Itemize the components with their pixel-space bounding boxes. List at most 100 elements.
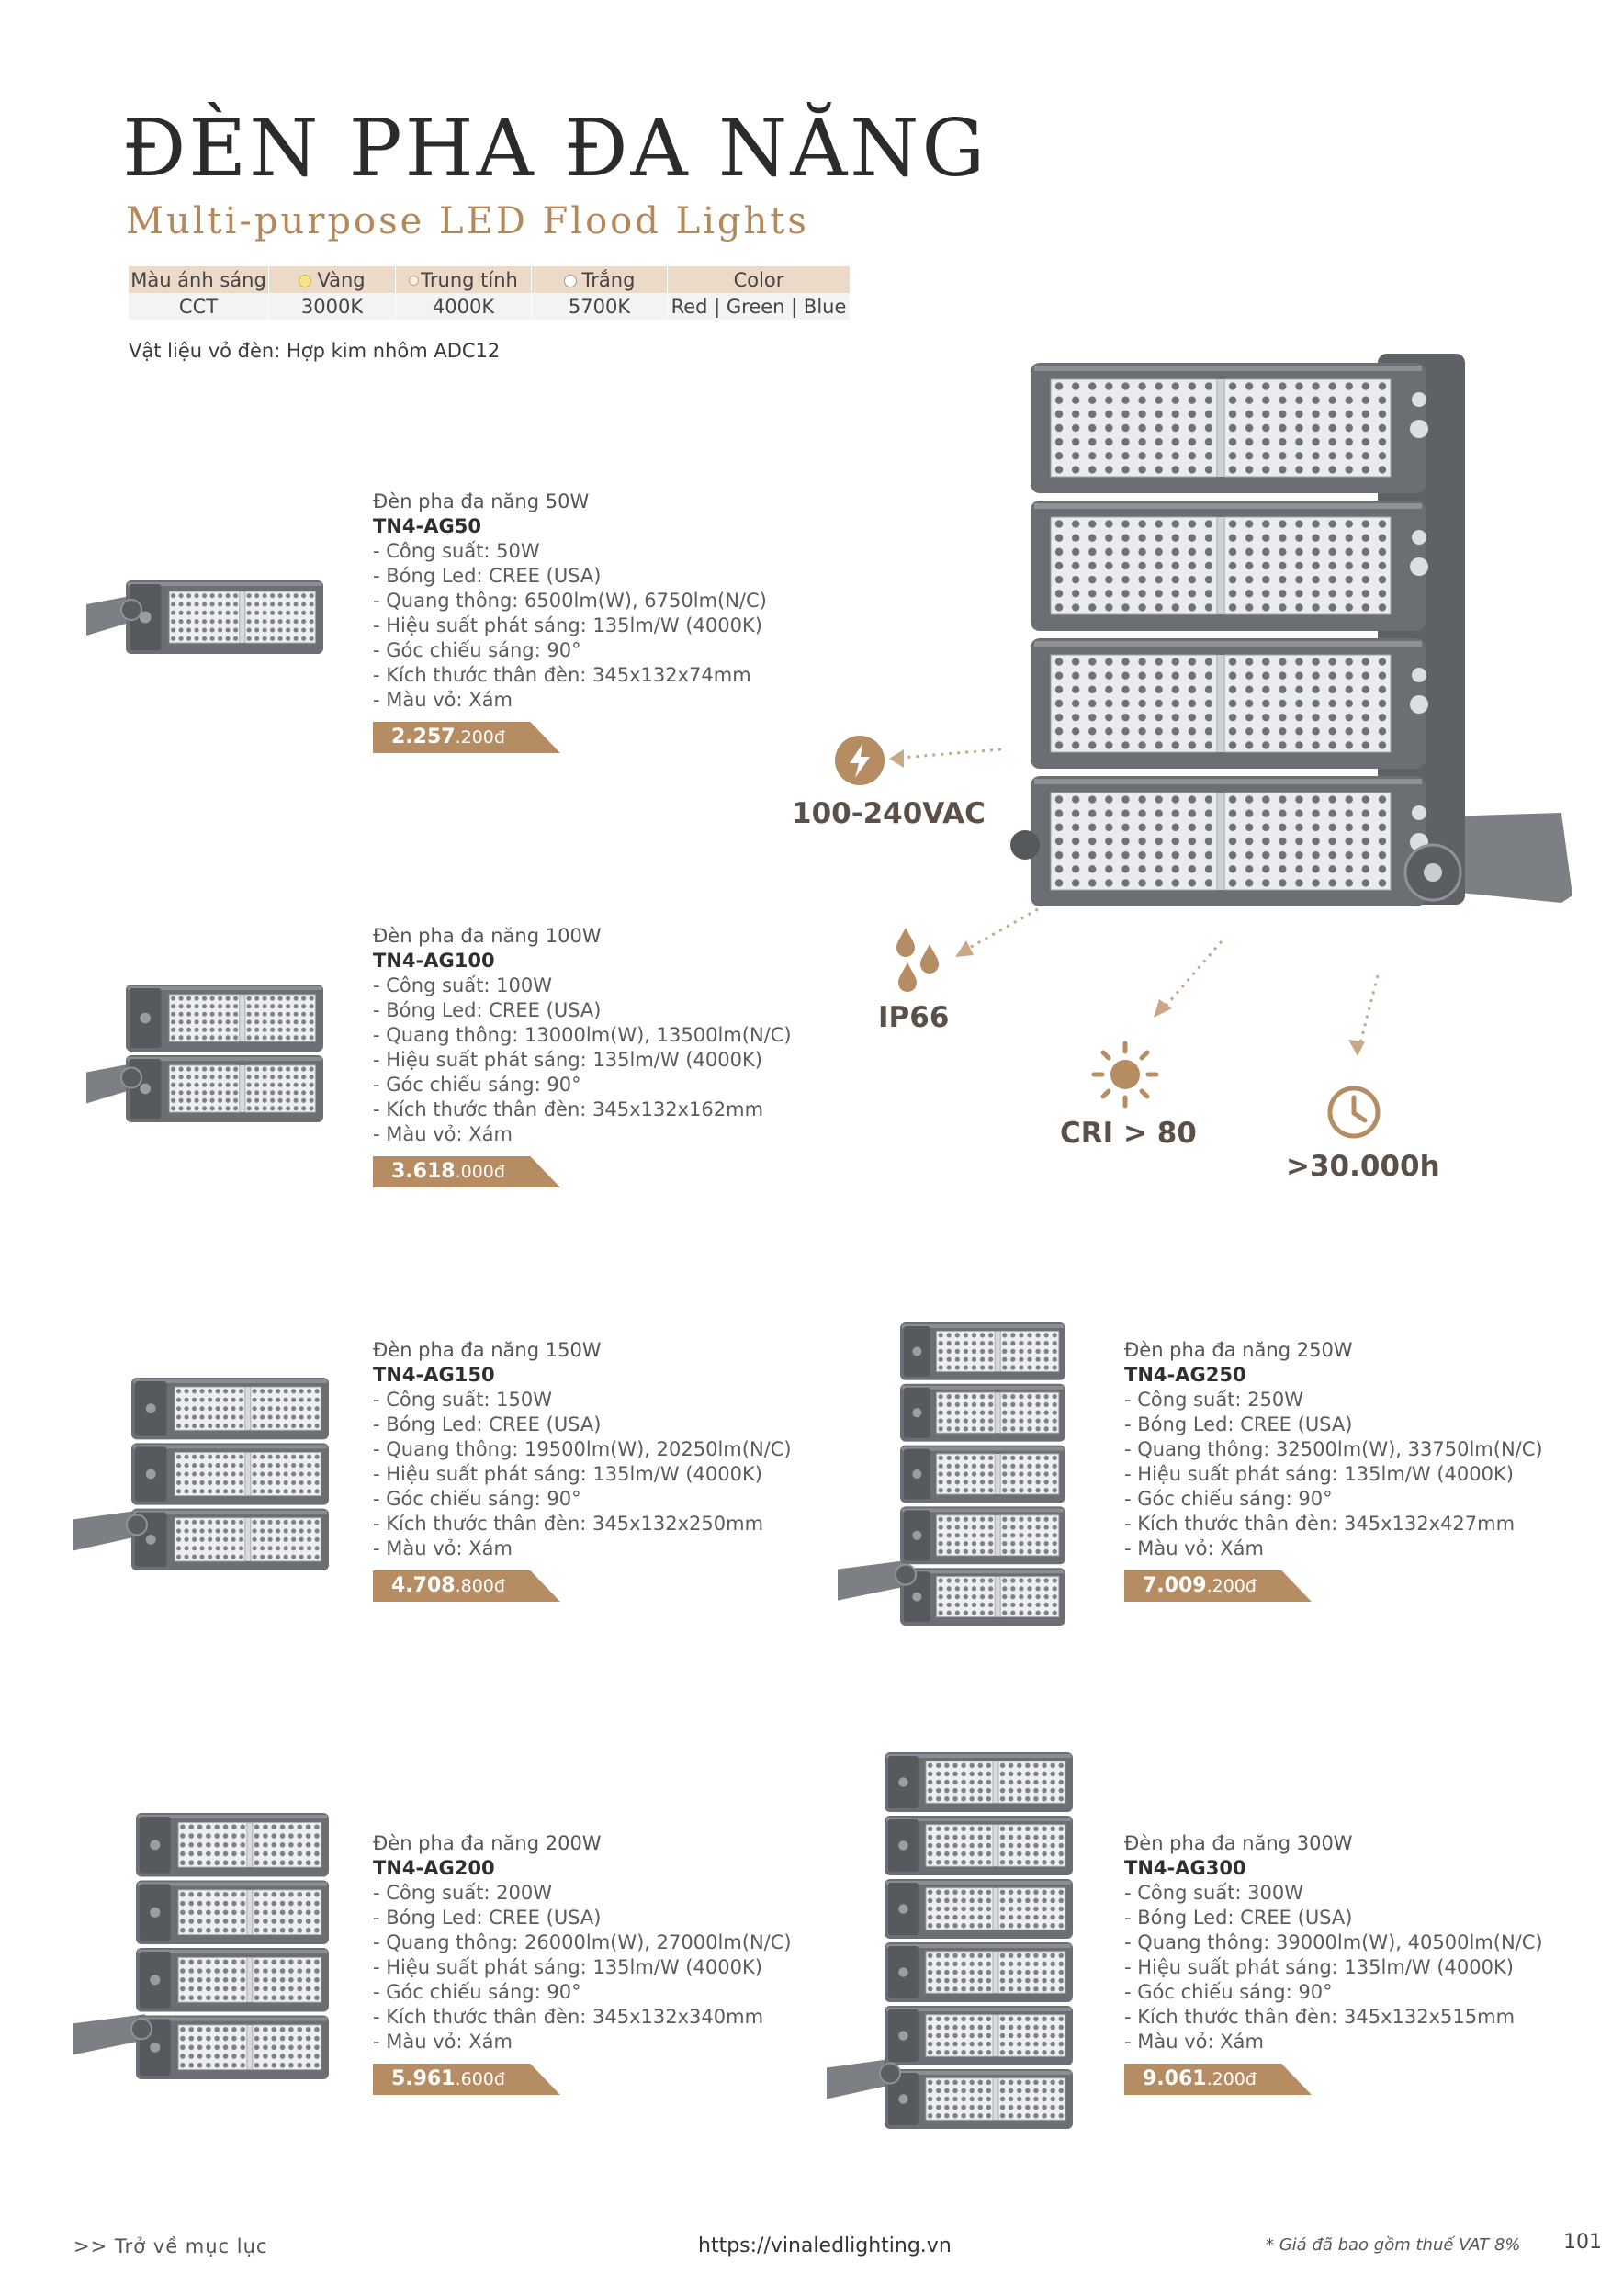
white-dot-icon	[563, 274, 577, 287]
spec-line: - Bóng Led: CREE (USA)	[373, 999, 602, 1021]
product-code: TN4-AG100	[373, 950, 495, 972]
price-tag: 9.061.200đ	[1124, 2064, 1312, 2095]
hero-lamp-image	[1010, 354, 1572, 906]
water-drops-icon	[896, 928, 939, 992]
product-name: Đèn pha đa năng 50W	[373, 490, 590, 512]
product-block-100w: Đèn pha đa năng 100W TN4-AG100 - Công su…	[373, 924, 851, 1187]
product-name: Đèn pha đa năng 150W	[373, 1339, 602, 1361]
website-link[interactable]: https://vinaledlighting.vn	[698, 2234, 952, 2257]
spec-line: - Góc chiếu sáng: 90°	[1124, 1488, 1333, 1510]
spec-line: - Công suất: 50W	[373, 540, 540, 562]
ip-rating-label: IP66	[878, 1001, 950, 1034]
product-code: TN4-AG300	[1124, 1857, 1246, 1879]
product-block-300w: Đèn pha đa năng 300W TN4-AG300 - Công su…	[1124, 1831, 1602, 2095]
spec-line: - Hiệu suất phát sáng: 135lm/W (4000K)	[373, 614, 762, 636]
sun-icon	[1091, 1041, 1159, 1109]
cct-label: CCT	[129, 293, 269, 320]
product-name: Đèn pha đa năng 200W	[373, 1832, 602, 1854]
cct-5700k: 5700K	[531, 293, 668, 320]
spec-line: - Công suất: 300W	[1124, 1882, 1304, 1904]
cct-warm-label: Vàng	[317, 268, 366, 291]
price-tail: .600đ	[455, 2069, 505, 2089]
product-block-50w: Đèn pha đa năng 50W TN4-AG50 - Công suất…	[373, 490, 851, 753]
clock-icon	[1327, 1086, 1381, 1139]
cct-neutral-label: Trung tính	[421, 268, 518, 291]
spec-line: - Góc chiếu sáng: 90°	[373, 1074, 581, 1096]
product-code: TN4-AG200	[373, 1857, 495, 1879]
spec-line: - Hiệu suất phát sáng: 135lm/W (4000K)	[373, 1049, 762, 1071]
spec-line: - Bóng Led: CREE (USA)	[373, 1907, 602, 1929]
spec-line: - Kích thước thân đèn: 345x132x340mm	[373, 2006, 764, 2028]
neutral-dot-icon	[409, 276, 420, 286]
spec-line: - Kích thước thân đèn: 345x132x427mm	[1124, 1513, 1516, 1535]
cct-3000k: 3000K	[268, 293, 396, 320]
price-main: 3.618	[391, 1160, 456, 1183]
spec-line: - Bóng Led: CREE (USA)	[373, 565, 602, 587]
cct-rgb: Red | Green | Blue	[667, 293, 851, 320]
cri-label: CRI > 80	[1060, 1117, 1197, 1150]
spec-line: - Màu vỏ: Xám	[1124, 1537, 1264, 1559]
spec-line: - Kích thước thân đèn: 345x132x515mm	[1124, 2006, 1516, 2028]
spec-line: - Quang thông: 39000lm(W), 40500lm(N/C)	[1124, 1931, 1543, 1953]
spec-line: - Màu vỏ: Xám	[1124, 2031, 1264, 2053]
lamp-image-50w	[86, 580, 323, 654]
spec-line: - Góc chiếu sáng: 90°	[373, 1488, 581, 1510]
product-code: TN4-AG50	[373, 515, 481, 537]
spec-line: - Quang thông: 32500lm(W), 33750lm(N/C)	[1124, 1438, 1543, 1460]
spec-line: - Quang thông: 6500lm(W), 6750lm(N/C)	[373, 590, 767, 612]
spec-line: - Công suất: 250W	[1124, 1389, 1304, 1411]
product-name: Đèn pha đa năng 100W	[373, 925, 602, 947]
spec-line: - Màu vỏ: Xám	[373, 1123, 513, 1145]
price-tag: 2.257.200đ	[373, 722, 560, 753]
warm-dot-icon	[299, 274, 312, 287]
price-tail: .200đ	[1206, 2069, 1257, 2089]
voltage-label: 100-240VAC	[792, 797, 986, 830]
spec-line: - Công suất: 100W	[373, 974, 553, 996]
lifetime-label: >30.000h	[1286, 1150, 1440, 1183]
product-block-200w: Đèn pha đa năng 200W TN4-AG200 - Công su…	[373, 1831, 851, 2095]
spec-line: - Màu vỏ: Xám	[373, 1537, 513, 1559]
spec-line: - Công suất: 200W	[373, 1882, 553, 1904]
spec-line: - Màu vỏ: Xám	[373, 689, 513, 711]
page-title: ĐÈN PHA ĐA NĂNG	[122, 103, 988, 195]
spec-line: - Quang thông: 13000lm(W), 13500lm(N/C)	[373, 1024, 792, 1046]
price-tag: 5.961.600đ	[373, 2064, 560, 2095]
spec-line: - Kích thước thân đèn: 345x132x162mm	[373, 1098, 764, 1120]
spec-line: - Quang thông: 19500lm(W), 20250lm(N/C)	[373, 1438, 792, 1460]
product-code: TN4-AG250	[1124, 1364, 1246, 1386]
feature-arrows	[889, 748, 1380, 1056]
price-tag: 4.708.800đ	[373, 1570, 560, 1602]
lamp-image-200w	[73, 1813, 329, 2079]
vat-note: * Giá đã bao gồm thuế VAT 8%	[1266, 2235, 1521, 2255]
cct-table: Màu ánh sáng Vàng Trung tính Trắng Color…	[129, 266, 851, 320]
spec-line: - Màu vỏ: Xám	[373, 2031, 513, 2053]
back-to-toc-link[interactable]: >> Trở về mục lục	[73, 2235, 268, 2257]
lamp-image-100w	[86, 985, 323, 1122]
spec-line: - Quang thông: 26000lm(W), 27000lm(N/C)	[373, 1931, 792, 1953]
product-block-150w: Đèn pha đa năng 150W TN4-AG150 - Công su…	[373, 1338, 851, 1602]
cct-4000k: 4000K	[395, 293, 532, 320]
price-tail: .800đ	[455, 1576, 505, 1596]
price-main: 4.708	[391, 1574, 456, 1597]
spec-line: - Bóng Led: CREE (USA)	[1124, 1413, 1353, 1435]
product-name: Đèn pha đa năng 250W	[1124, 1339, 1353, 1361]
spec-line: - Kích thước thân đèn: 345x132x74mm	[373, 664, 751, 686]
price-tag: 7.009.200đ	[1124, 1570, 1312, 1602]
lamp-image-150w	[73, 1378, 329, 1570]
lightning-icon	[835, 736, 885, 785]
spec-line: - Góc chiếu sáng: 90°	[373, 639, 581, 661]
spec-line: - Bóng Led: CREE (USA)	[1124, 1907, 1353, 1929]
cct-white-label: Trắng	[581, 268, 636, 291]
price-tail: .200đ	[1206, 1576, 1257, 1596]
product-block-250w: Đèn pha đa năng 250W TN4-AG250 - Công su…	[1124, 1338, 1602, 1602]
spec-line: - Hiệu suất phát sáng: 135lm/W (4000K)	[373, 1463, 762, 1485]
price-tail: .200đ	[455, 727, 505, 748]
price-main: 7.009	[1143, 1574, 1207, 1597]
product-code: TN4-AG150	[373, 1364, 495, 1386]
lamp-image-250w	[838, 1322, 1065, 1626]
price-tag: 3.618.000đ	[373, 1156, 560, 1187]
price-main: 9.061	[1143, 2067, 1207, 2090]
price-tail: .000đ	[455, 1162, 505, 1182]
page-number: 101	[1563, 2231, 1602, 2254]
spec-line: - Bóng Led: CREE (USA)	[373, 1413, 602, 1435]
